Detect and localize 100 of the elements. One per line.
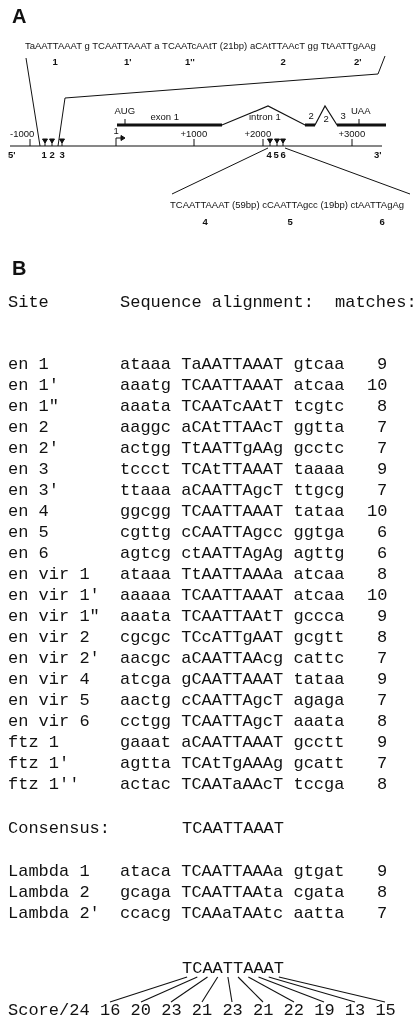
site-number: 3 (59, 150, 65, 160)
site-number: 1 (52, 57, 58, 67)
coordinate-label: 1 (113, 126, 119, 136)
site-name: en 2' (8, 439, 59, 457)
sequence-alignment: aaata TCAATcAAtT tcgtc (120, 397, 345, 415)
site-name: en vir 2' (8, 649, 100, 667)
site-number: 5 (287, 217, 293, 227)
coordinate-label: +1000 (180, 129, 208, 139)
match-count: 6 (377, 523, 388, 541)
sequence-alignment: cgttg cCAATTAgcc ggtga (120, 523, 345, 541)
panel-letter: A (12, 6, 27, 26)
consensus-sequence: TCAATTAAAT (182, 959, 285, 977)
site-name: en vir 1" (8, 607, 100, 625)
match-count: 10 (367, 502, 388, 520)
leader-line (170, 976, 209, 1003)
match-count: 7 (377, 481, 388, 499)
leader-line (140, 976, 198, 1003)
sequence-text: TaAATTAAAT g TCAATTAAAT a TCAATcAAtT (21bp) aCAtTTAAcT gg TtAATTgAAg (25, 41, 376, 51)
strand-end-label: 3' (374, 150, 382, 160)
site-name: en vir 2 (8, 628, 90, 646)
match-count: 8 (377, 775, 388, 793)
site-name: ftz 1' (8, 754, 70, 772)
score-number: 21 (253, 1001, 274, 1019)
score-number: 20 (130, 1001, 151, 1019)
site-name: en vir 1 (8, 565, 90, 583)
sequence-alignment: aaaaa TCAATTAAAT atcaa (120, 586, 345, 604)
consensus-label: Consensus: (8, 819, 111, 837)
site-name: en 3' (8, 481, 59, 499)
sequence-alignment: gaaat aCAATTAAAT gcctt (120, 733, 345, 751)
column-header: Sequence alignment: (120, 293, 314, 311)
site-name: ftz 1'' (8, 775, 80, 793)
match-count: 9 (377, 733, 388, 751)
site-name: en 2 (8, 418, 49, 436)
sequence-alignment: tccct TCAtTTAAAT taaaa (120, 460, 345, 478)
panel-letter: B (12, 258, 27, 278)
match-count: 7 (377, 439, 388, 457)
leader-line (227, 976, 233, 1003)
match-count: 7 (377, 691, 388, 709)
sequence-text: TCAATTAAAT (59bp) cCAATTAgcc (19bp) ctAATTAgAg (170, 200, 405, 210)
score-number: 21 (191, 1001, 213, 1019)
leader-line (257, 976, 325, 1003)
site-name: en vir 5 (8, 691, 90, 709)
sequence-alignment: ataaa TtAATTAAAa atcaa (120, 565, 345, 583)
match-count: 8 (377, 883, 388, 901)
leader-line (247, 976, 295, 1003)
match-count: 10 (367, 376, 388, 394)
score-label: Score/24 (8, 1001, 90, 1019)
gene-feature-label: UAA (351, 106, 371, 116)
site-name: Lambda 2' (8, 904, 100, 922)
column-header: matches: (335, 293, 417, 311)
score-number: 16 (100, 1001, 121, 1019)
score-number: 23 (161, 1001, 182, 1019)
coordinate-label: +3000 (338, 129, 366, 139)
site-name: en 5 (8, 523, 49, 541)
sequence-alignment: aactg cCAATTAgcT agaga (120, 691, 345, 709)
match-count: 7 (377, 418, 388, 436)
score-number: 22 (283, 1001, 304, 1019)
site-name: Lambda 1 (8, 862, 90, 880)
sequence-alignment: actac TCAATaAAcT tccga (120, 775, 345, 793)
match-count: 9 (377, 862, 388, 880)
sequence-alignment: ataca TCAATTAAAa gtgat (120, 862, 345, 880)
match-count: 9 (377, 607, 388, 625)
site-name: en 1' (8, 376, 59, 394)
sequence-alignment: ggcgg TCAATTAAAT tataa (120, 502, 345, 520)
coordinate-label: +2000 (244, 129, 272, 139)
gene-feature-label: intron 1 (249, 112, 281, 122)
sequence-alignment: aaata TCAATTAAtT gccca (120, 607, 345, 625)
site-name: en 1 (8, 355, 49, 373)
sequence-alignment: ttaaa aCAATTAgcT ttgcg (120, 481, 345, 499)
match-count: 7 (377, 904, 388, 922)
score-number: 15 (375, 1001, 396, 1019)
site-name: en vir 4 (8, 670, 90, 688)
site-number: 4 (202, 217, 208, 227)
match-count: 10 (367, 586, 388, 604)
strand-end-label: 5' (8, 150, 16, 160)
site-name: en 1" (8, 397, 59, 415)
site-number: 1' (124, 57, 132, 67)
consensus-sequence: TCAATTAAAT (182, 819, 285, 837)
score-number: 19 (314, 1001, 335, 1019)
sequence-alignment: aaatg TCAATTAAAT atcaa (120, 376, 345, 394)
sequence-alignment: cgcgc TCcATTgAAT gcgtt (120, 628, 345, 646)
score-number: 23 (222, 1001, 243, 1019)
match-count: 7 (377, 754, 388, 772)
match-count: 8 (377, 628, 388, 646)
match-count: 8 (377, 397, 388, 415)
leader-line (201, 976, 219, 1003)
match-count: 9 (377, 670, 388, 688)
match-count: 8 (377, 712, 388, 730)
leader-line (278, 976, 386, 1003)
site-number: 1 (41, 150, 47, 160)
sequence-alignment: actgg TtAATTgAAg gcctc (120, 439, 345, 457)
leader-line (109, 976, 188, 1003)
site-number: 2 (280, 57, 286, 67)
match-count: 7 (377, 649, 388, 667)
leader-line (268, 976, 356, 1003)
site-name: en 4 (8, 502, 49, 520)
leader-line (237, 976, 264, 1003)
sequence-alignment: aacgc aCAATTAAcg cattc (120, 649, 345, 667)
sequence-alignment: aaggc aCAtTTAAcT ggtta (120, 418, 345, 436)
site-number: 4 (266, 150, 272, 160)
